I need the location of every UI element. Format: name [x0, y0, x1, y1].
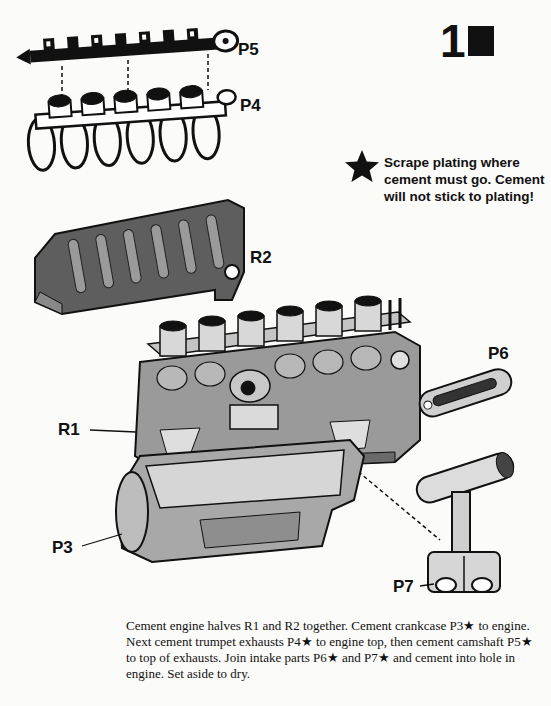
part-label: P3 — [52, 538, 73, 558]
intake-part — [416, 366, 514, 420]
star-symbol — [345, 150, 379, 182]
step-flag — [468, 26, 494, 56]
leader-lines — [82, 430, 434, 586]
caption: Cement engine halves R1 and R2 together.… — [126, 618, 544, 682]
part-label: R1 — [58, 420, 80, 440]
part-label: P6 — [488, 344, 509, 364]
part-label: P7 — [393, 577, 414, 597]
step-number: 1 — [440, 16, 466, 66]
part-label: P4 — [240, 96, 261, 116]
engine-half-part — [35, 200, 244, 314]
crankcase-part — [116, 440, 364, 562]
warning-note: Scrape plating where cement must go. Cem… — [384, 154, 546, 205]
intake-manifold-part — [413, 450, 516, 592]
exhaust-part — [25, 83, 240, 171]
part-label: R2 — [250, 248, 272, 268]
part-label: P5 — [238, 40, 259, 60]
camshaft-part — [15, 25, 238, 65]
